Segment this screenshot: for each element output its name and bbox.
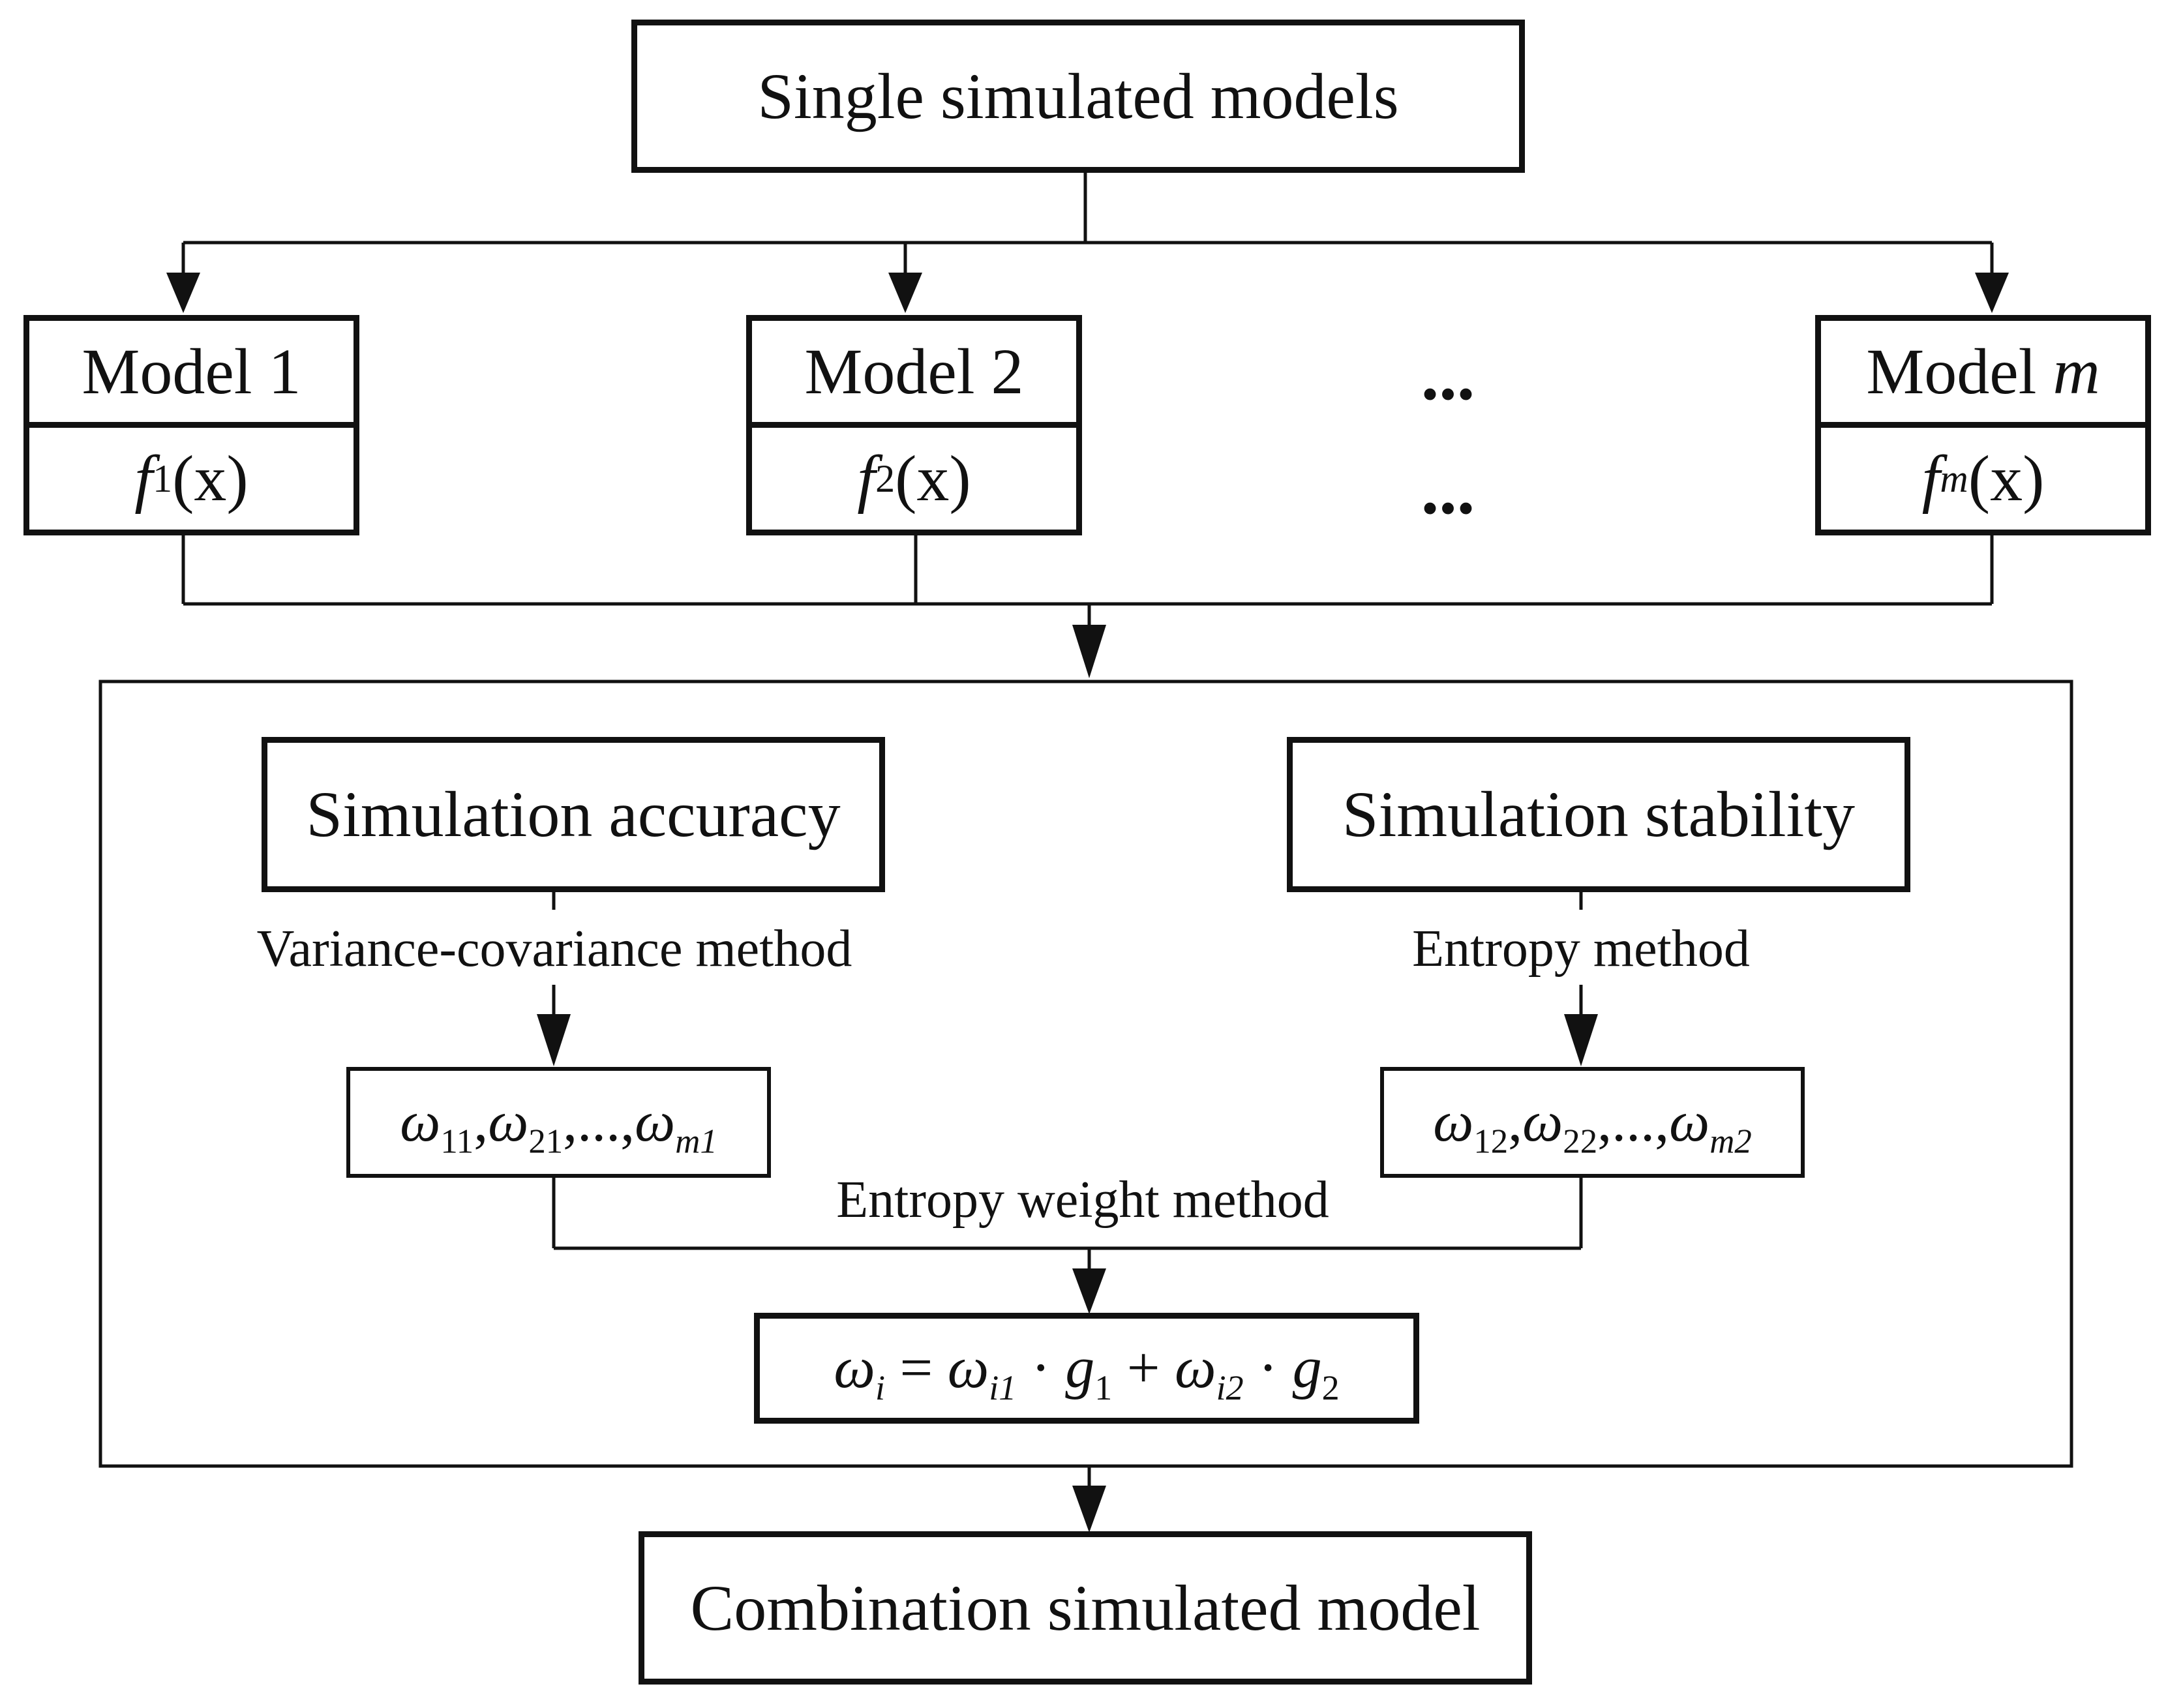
ellipsis-top: ... [1421, 335, 1475, 415]
combination-model-label: Combination simulated model [690, 1571, 1481, 1644]
entropy-weight-method-label: Entropy weight method [796, 1167, 1370, 1233]
connectors [181, 171, 1994, 1490]
model-1-name: Model 1 [29, 321, 354, 428]
arrowheads [166, 273, 2009, 1533]
arrowhead-weights-accuracy [537, 1014, 571, 1066]
single-models-box: Single simulated models [631, 20, 1525, 173]
ellipsis-bottom: ... [1421, 449, 1475, 529]
single-models-label: Single simulated models [757, 59, 1399, 132]
combined-weight-formula-box: ωi = ωi1 · g1 + ωi2 · g2 [754, 1313, 1419, 1424]
model-m-name: Model m [1821, 321, 2145, 428]
arrowhead-formula [1072, 1268, 1106, 1314]
simulation-stability-box: Simulation stability [1287, 737, 1910, 892]
simulation-stability-label: Simulation stability [1342, 778, 1856, 850]
arrowhead-combination [1072, 1486, 1106, 1533]
stability-weights: ω12,ω22,...,ωm2 [1433, 1090, 1752, 1161]
simulation-accuracy-label: Simulation accuracy [306, 778, 841, 850]
accuracy-weights: ω11,ω21,...,ωm1 [400, 1090, 717, 1161]
evaluation-frame [98, 680, 2073, 1468]
simulation-accuracy-box: Simulation accuracy [262, 737, 885, 892]
arrowhead-model-2 [888, 273, 922, 313]
model-2-name: Model 2 [752, 321, 1076, 428]
arrowhead-weights-stability [1564, 1014, 1598, 1066]
combined-weight-formula: ωi = ωi1 · g1 + ωi2 · g2 [834, 1336, 1340, 1407]
stability-weights-box: ω12,ω22,...,ωm2 [1380, 1067, 1805, 1178]
arrowhead-evaluation-frame [1072, 625, 1106, 678]
combination-model-box: Combination simulated model [639, 1531, 1532, 1685]
accuracy-weights-box: ω11,ω21,...,ωm1 [346, 1067, 771, 1178]
variance-covariance-method-label: Variance-covariance method [215, 916, 894, 981]
arrowhead-model-1 [166, 273, 200, 313]
entropy-method-label: Entropy method [1372, 916, 1790, 981]
arrowhead-model-m [1975, 273, 2009, 313]
